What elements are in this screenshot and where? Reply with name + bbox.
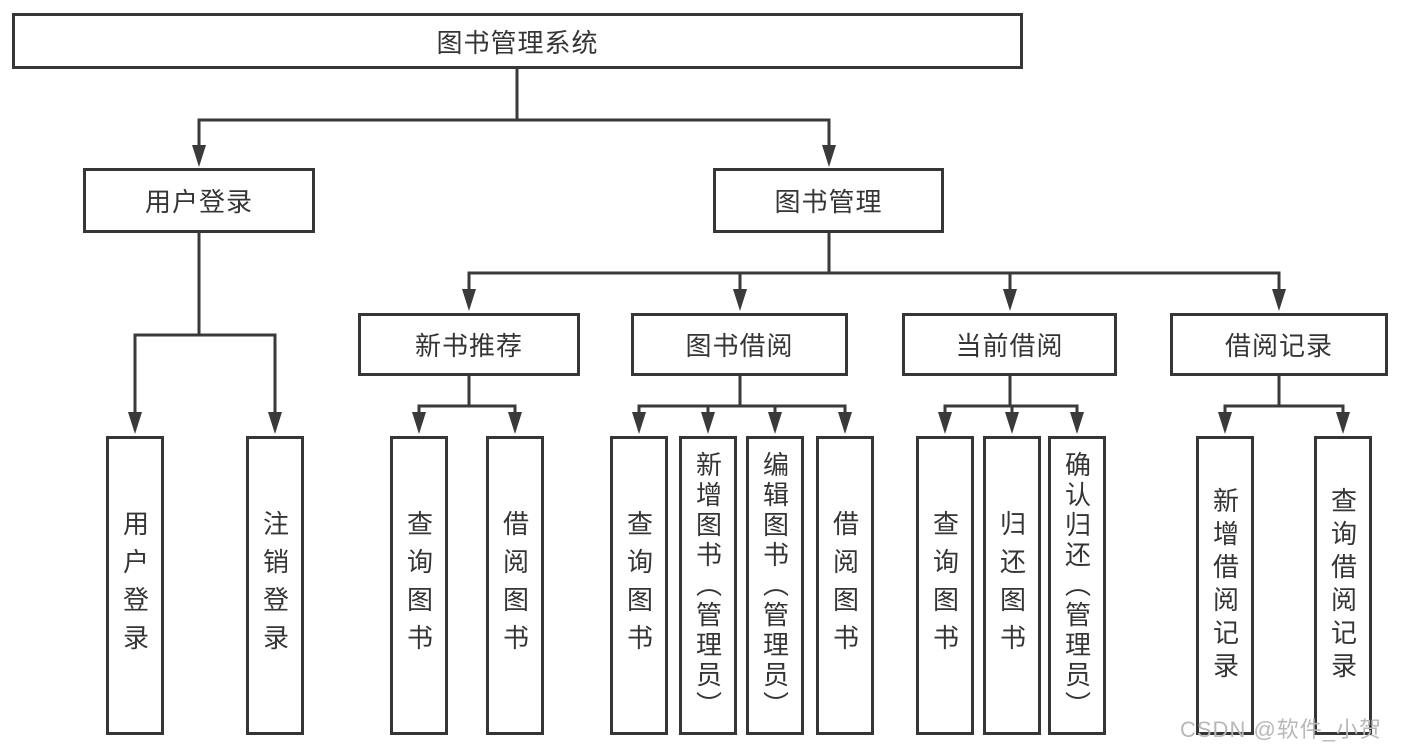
connector-records-to-leaves (1223, 376, 1345, 416)
connector-userlogin-to-leaves (133, 233, 277, 416)
arrowhead (838, 412, 852, 434)
node-borrowing-records: 借阅记录 (1170, 313, 1388, 376)
node-label: 编辑图书（管理员） (759, 450, 790, 721)
node-book-management: 图书管理 (713, 168, 944, 233)
arrowhead (701, 412, 715, 434)
leaf-query-books-recommend: 查询图书 (390, 436, 448, 735)
arrowhead (1070, 412, 1084, 434)
connector-borrow-to-leaves (637, 376, 847, 416)
csdn-watermark: CSDN @软件_小贺同学 (1180, 717, 1383, 742)
leaf-borrow-books-recommend: 借阅图书 (486, 436, 544, 735)
node-label: 查询图书 (929, 509, 960, 662)
leaf-user-login: 用户登录 (106, 436, 164, 735)
arrowhead (1272, 289, 1286, 311)
arrowhead (1218, 412, 1232, 434)
leaf-logout: 注销登录 (246, 436, 304, 735)
connector-paths (133, 69, 1345, 416)
arrowhead (192, 145, 206, 167)
node-label: 图书管理系统 (436, 27, 599, 58)
arrowhead (268, 412, 282, 434)
arrowhead (462, 289, 476, 311)
connector-root-to-level2 (197, 69, 831, 150)
node-label: 确认归还（管理员） (1061, 450, 1092, 721)
leaf-query-books-borrow: 查询图书 (610, 436, 668, 735)
leaf-confirm-return-admin: 确认归还（管理员） (1048, 436, 1106, 735)
node-label: 借阅记录 (1224, 331, 1333, 361)
arrowhead (412, 412, 426, 434)
leaf-return-books: 归还图书 (983, 436, 1041, 735)
leaf-borrow-books: 借阅图书 (816, 436, 874, 735)
node-label: 借阅图书 (829, 509, 860, 662)
connector-current-to-leaves (943, 376, 1079, 416)
arrowhead (632, 412, 646, 434)
node-label: 查询图书 (403, 509, 434, 662)
arrowhead (733, 289, 747, 311)
node-current-borrowing: 当前借阅 (902, 313, 1117, 376)
node-new-book-recommendation: 新书推荐 (358, 313, 580, 376)
node-root-library-system: 图书管理系统 (12, 13, 1023, 69)
node-label: 图书借阅 (685, 331, 794, 361)
connector-bookmgmt-to-level3 (467, 233, 1281, 293)
node-label: 归还图书 (996, 509, 1027, 662)
arrowhead (822, 145, 836, 167)
node-label: 新增图书（管理员） (692, 450, 723, 721)
node-label: 新书推荐 (414, 331, 523, 361)
arrowhead (1005, 412, 1019, 434)
node-label: 用户登录 (144, 187, 253, 217)
node-label: 借阅图书 (499, 509, 530, 662)
node-book-borrowing: 图书借阅 (631, 313, 848, 376)
node-label: 图书管理 (774, 187, 883, 217)
node-label: 注销登录 (259, 509, 290, 662)
node-label: 查询图书 (623, 509, 654, 662)
leaf-add-borrow-record: 新增借阅记录 (1196, 436, 1254, 735)
arrowhead (1003, 289, 1017, 311)
arrowhead (938, 412, 952, 434)
node-label: 新增借阅记录 (1209, 486, 1240, 685)
leaf-query-borrow-record: 查询借阅记录 (1314, 436, 1372, 735)
connector-arrowheads (128, 145, 1350, 434)
connector-newbook-to-leaves (417, 376, 517, 416)
node-user-login: 用户登录 (83, 168, 315, 233)
leaf-add-books-admin: 新增图书（管理员） (679, 436, 737, 735)
node-label: 用户登录 (119, 509, 150, 662)
node-label: 当前借阅 (955, 331, 1064, 361)
arrowhead (128, 412, 142, 434)
node-label: 查询借阅记录 (1327, 486, 1358, 685)
leaf-query-books-current: 查询图书 (916, 436, 974, 735)
arrowhead (1336, 412, 1350, 434)
leaf-edit-books-admin: 编辑图书（管理员） (746, 436, 804, 735)
arrowhead (768, 412, 782, 434)
arrowhead (508, 412, 522, 434)
